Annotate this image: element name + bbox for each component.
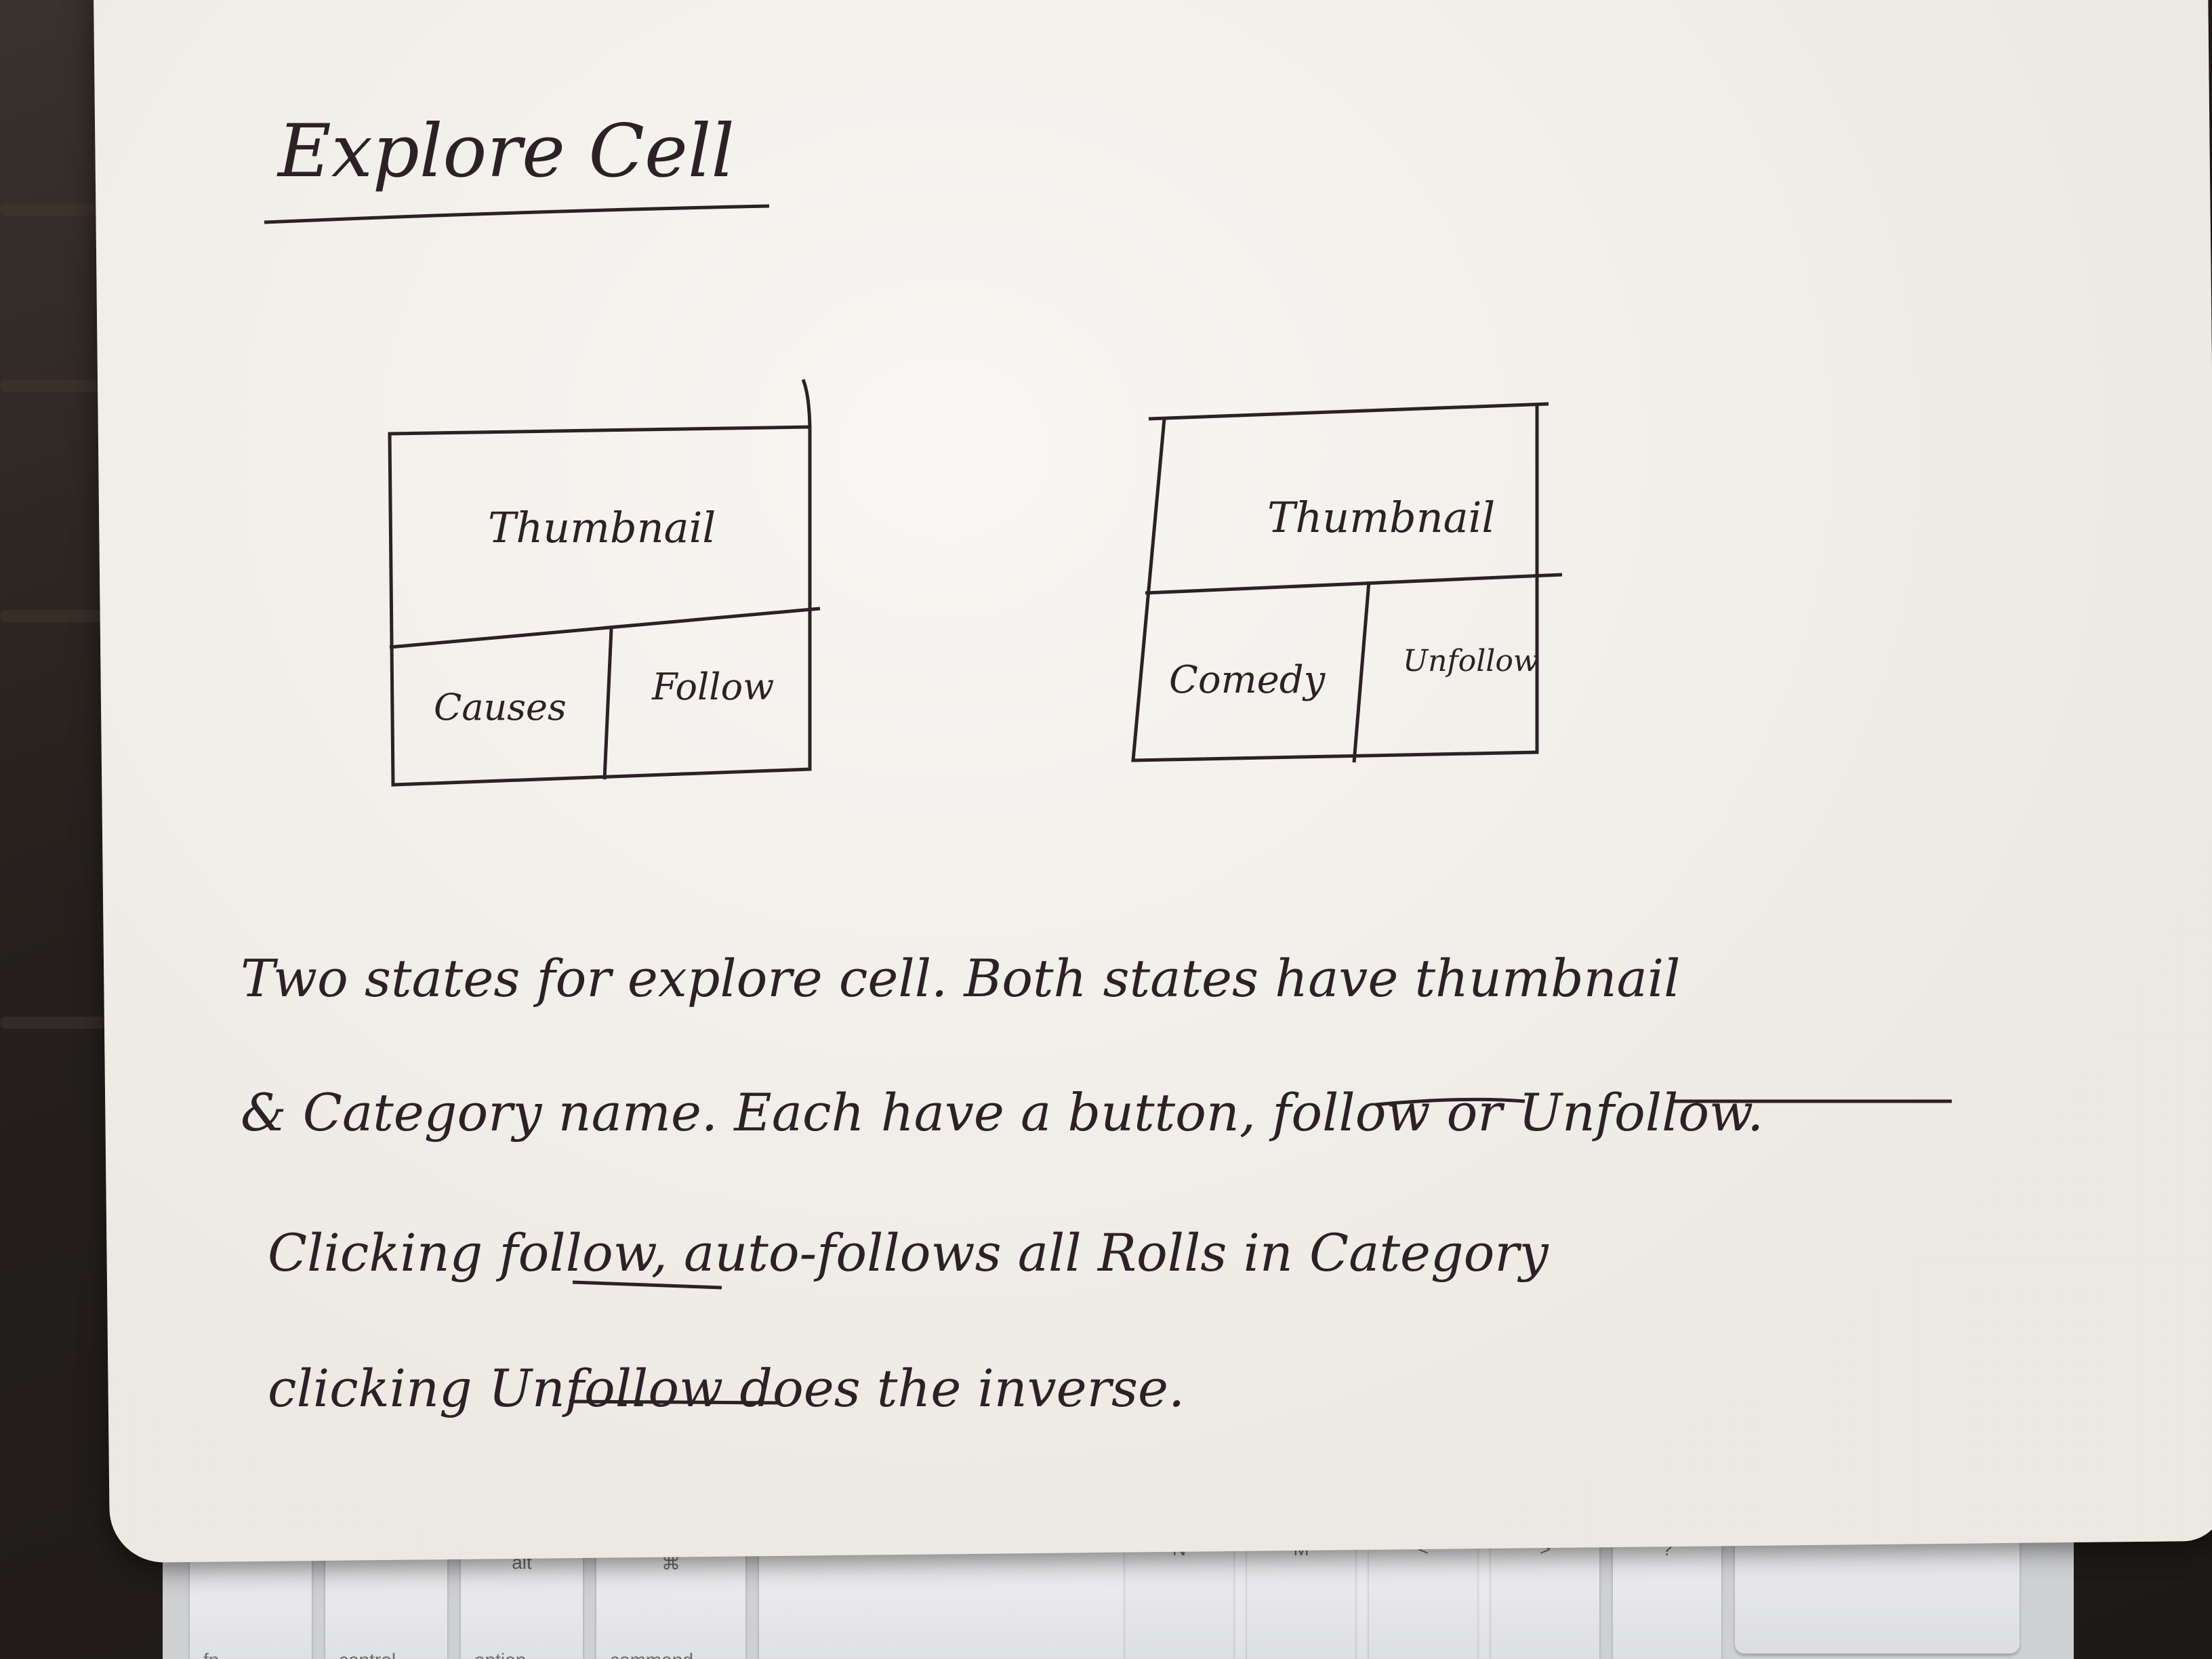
cell-stroke xyxy=(801,379,812,434)
key-command: ⌘ command xyxy=(596,1545,745,1659)
unfollow-underline-2 xyxy=(569,1399,780,1405)
thumbnail-divider xyxy=(1145,573,1563,595)
cell-top-edge xyxy=(1148,402,1549,421)
page-title: Explore Cell xyxy=(276,109,735,194)
follow-underline xyxy=(1375,1097,1525,1107)
category-label: Causes xyxy=(434,686,567,729)
title-underline xyxy=(264,204,770,224)
cell-outline xyxy=(1131,405,1539,762)
key-period: > xyxy=(1491,1532,1599,1659)
follow-underline-2 xyxy=(572,1280,722,1290)
unfollow-button-label: Unfollow xyxy=(1403,644,1539,678)
note-line-1: Two states for explore cell. Both states… xyxy=(241,948,1680,1008)
key-control-label: control xyxy=(339,1650,396,1659)
note-line-3: Clicking follow, auto-follows all Rolls … xyxy=(268,1223,1549,1283)
cell-outline xyxy=(388,425,812,787)
key-command-label: command xyxy=(610,1650,693,1659)
key-fn-label: fn xyxy=(203,1650,219,1659)
key-option: alt option xyxy=(461,1545,583,1659)
key-m: M xyxy=(1247,1532,1355,1659)
thumbnail-label: Thumbnail xyxy=(1267,493,1495,542)
button-divider xyxy=(602,628,613,780)
key-fn: fn xyxy=(190,1545,312,1659)
explore-cell-follow-state: Thumbnail Causes Follow xyxy=(388,379,821,787)
note-line-2: & Category name. Each have a button, fol… xyxy=(241,1082,1763,1143)
key-control: control xyxy=(325,1545,447,1659)
key-option-label: option xyxy=(474,1650,526,1659)
category-label: Comedy xyxy=(1169,658,1326,702)
thumbnail-divider xyxy=(389,607,821,649)
note-line-4: clicking Unfollow does the inverse. xyxy=(268,1358,1185,1418)
desk-wood-grain xyxy=(0,1017,122,1029)
follow-button-label: Follow xyxy=(651,665,774,708)
notes: Two states for explore cell. Both states… xyxy=(241,948,1952,1418)
thumbnail-label: Thumbnail xyxy=(488,503,716,552)
explore-cell-unfollow-state: Thumbnail Comedy Unfollow xyxy=(1131,402,1563,763)
key-slash: ? xyxy=(1613,1532,1721,1659)
key-n: N xyxy=(1125,1532,1233,1659)
button-divider xyxy=(1352,581,1371,763)
